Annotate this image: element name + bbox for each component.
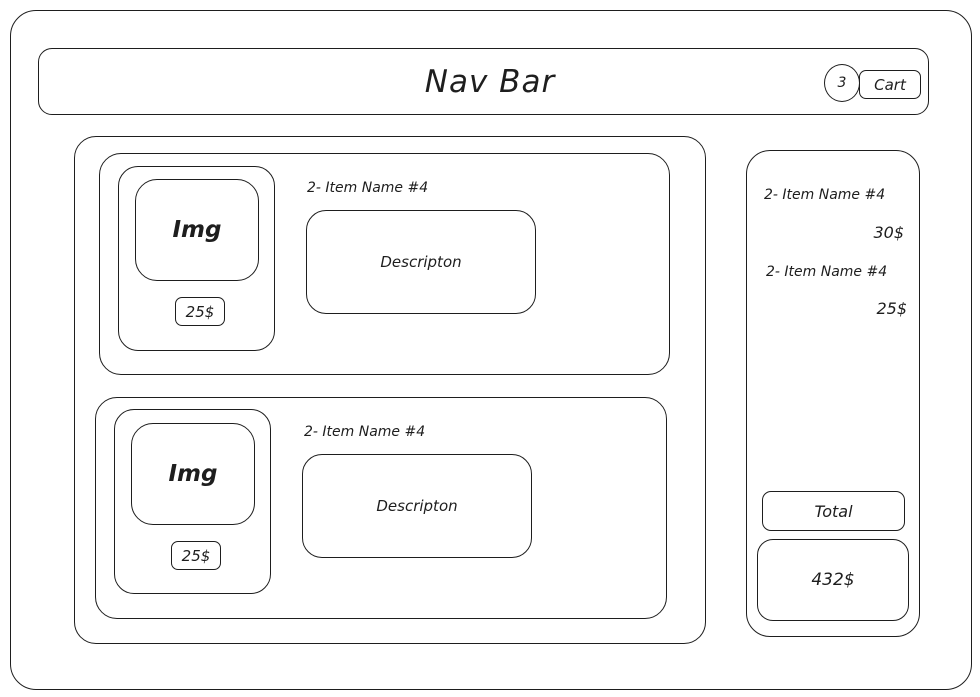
- cart-summary-panel: [746, 150, 920, 637]
- nav-title: Nav Bar: [424, 63, 556, 100]
- nav-bar: [38, 48, 929, 115]
- page-frame: [10, 10, 972, 690]
- product-image-holder: [118, 166, 275, 351]
- summary-item-price: 25$: [876, 299, 907, 318]
- product-price: 25$: [175, 297, 225, 326]
- product-name: 2- Item Name #4: [307, 180, 429, 196]
- cart-button[interactable]: Cart: [859, 70, 921, 99]
- product-name: 2- Item Name #4: [304, 424, 426, 440]
- products-panel: [74, 136, 706, 644]
- product-card[interactable]: [95, 397, 667, 619]
- product-description: Descripton: [306, 210, 536, 314]
- summary-item-name: 2- Item Name #4: [764, 187, 886, 203]
- product-description: Descripton: [302, 454, 532, 558]
- total-value: 432$: [757, 539, 909, 621]
- cart-count-badge: 3: [824, 64, 860, 102]
- product-price: 25$: [171, 541, 221, 570]
- summary-item-name: 2- Item Name #4: [766, 264, 888, 280]
- summary-item-price: 30$: [873, 223, 904, 242]
- product-image-placeholder: Img: [131, 423, 255, 525]
- total-label: Total: [762, 491, 905, 531]
- product-card[interactable]: [99, 153, 670, 375]
- product-image-holder: [114, 409, 271, 594]
- product-image-placeholder: Img: [135, 179, 259, 281]
